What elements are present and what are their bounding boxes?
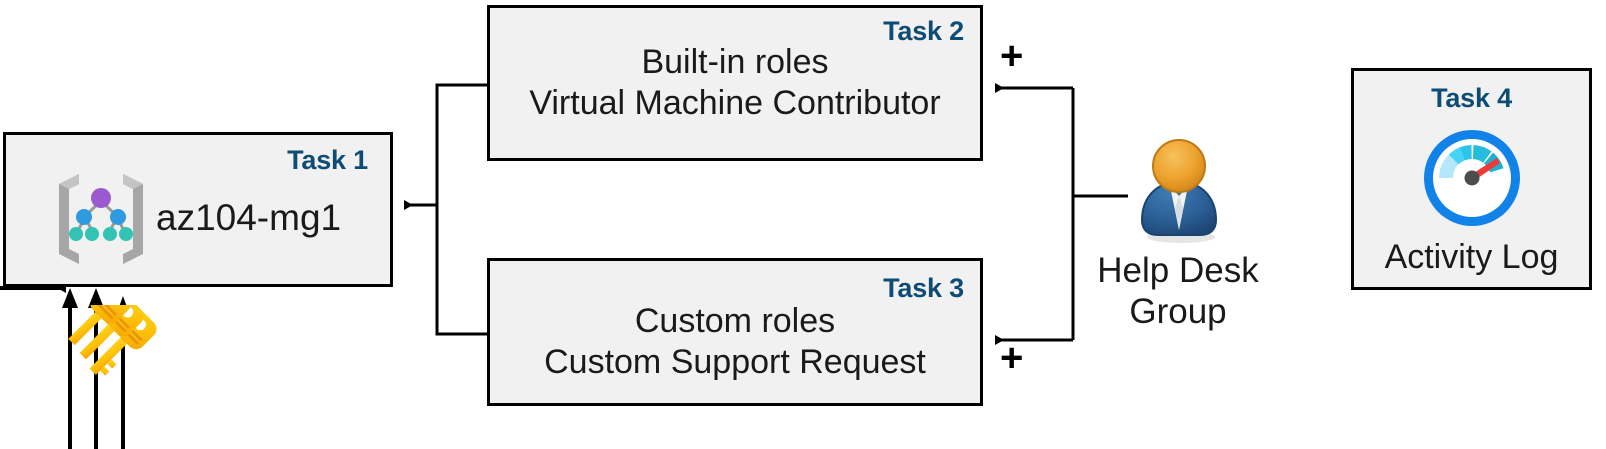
plus-operator-bottom: + bbox=[1000, 336, 1024, 380]
task-3-box[interactable]: Task 3 Custom roles Custom Support Reque… bbox=[487, 258, 983, 406]
task-2-box[interactable]: Task 2 Built-in roles Virtual Machine Co… bbox=[487, 5, 983, 161]
task-2-text: Built-in roles Virtual Machine Contribut… bbox=[490, 42, 980, 125]
task-2-line-2: Virtual Machine Contributor bbox=[529, 84, 941, 123]
task-3-label: Task 3 bbox=[883, 273, 964, 303]
task-4-box[interactable]: Task 4 bbox=[1351, 68, 1592, 290]
activity-log-gauge-icon bbox=[1419, 125, 1525, 231]
keys-icon bbox=[38, 283, 158, 449]
plus-operator-top: + bbox=[1000, 34, 1024, 78]
task-1-management-group-name: az104-mg1 bbox=[156, 197, 342, 238]
task-3-line-2: Custom Support Request bbox=[544, 343, 926, 382]
help-desk-group-line-2: Group bbox=[1129, 292, 1227, 332]
task-4-caption: Activity Log bbox=[1384, 238, 1559, 276]
task-3-line-1: Custom roles bbox=[634, 302, 836, 340]
user-group-icon bbox=[1132, 138, 1226, 248]
help-desk-group-caption: Help Desk Group bbox=[1078, 250, 1278, 333]
connector-left-bus bbox=[404, 83, 489, 336]
task-3-text: Custom roles Custom Support Request bbox=[490, 301, 980, 384]
management-group-icon bbox=[45, 162, 157, 274]
task-1-label: Task 1 bbox=[287, 145, 368, 175]
task-2-line-1: Built-in roles bbox=[641, 43, 829, 81]
task-2-label: Task 2 bbox=[883, 16, 964, 46]
help-desk-group-line-1: Help Desk bbox=[1097, 251, 1259, 290]
task-4-label: Task 4 bbox=[1431, 83, 1512, 113]
